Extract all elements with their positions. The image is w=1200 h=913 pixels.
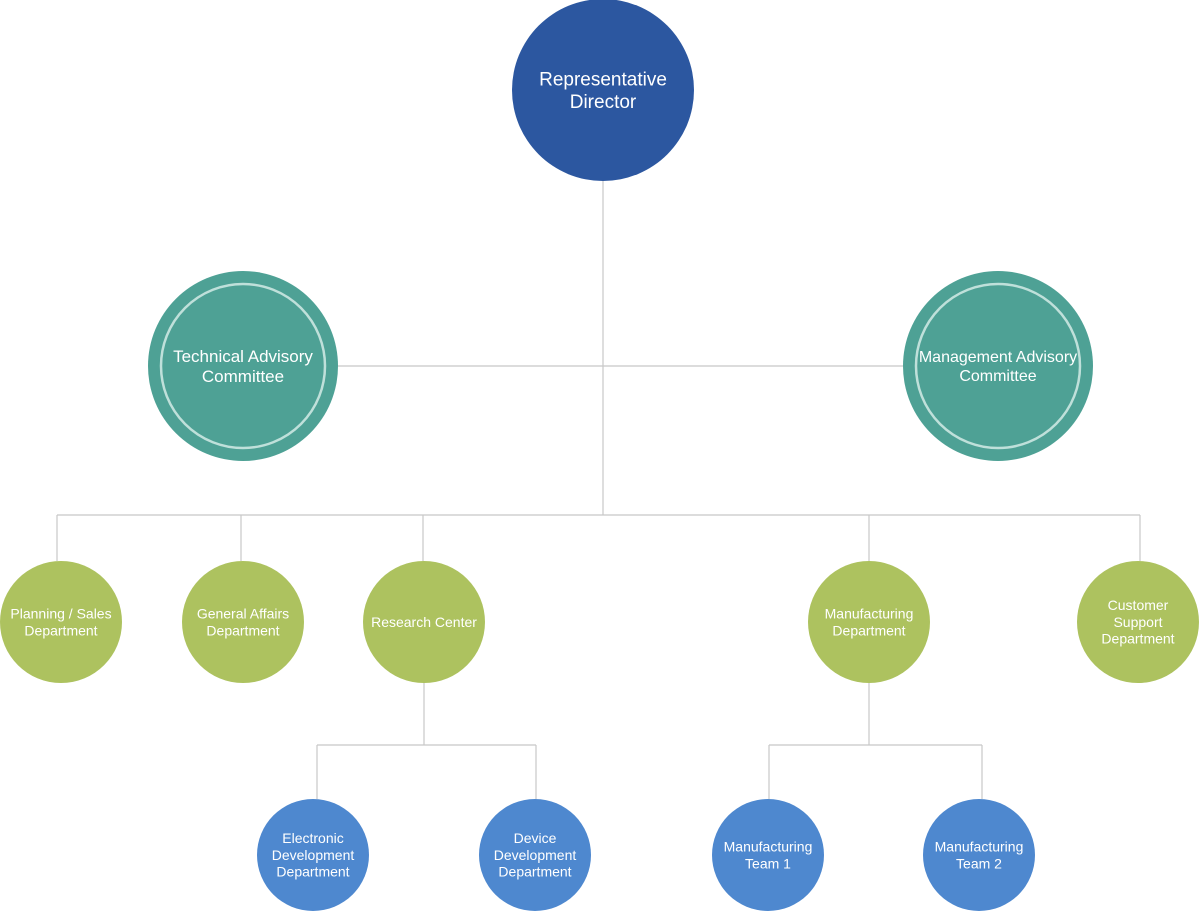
manufacturing-team-2-node-label-line: Team 2 bbox=[956, 855, 1002, 871]
management-advisory-committee-node-label-line: Management Advisory bbox=[919, 349, 1077, 366]
customer-support-department-node-label-line: Customer bbox=[1108, 597, 1169, 613]
manufacturing-team-2-node-label-line: Manufacturing bbox=[935, 839, 1024, 855]
manufacturing-team-1-node-label-line: Manufacturing bbox=[724, 839, 813, 855]
device-development-department-node-circle bbox=[479, 799, 591, 911]
representative-director-node-label-line: Representative bbox=[539, 69, 667, 90]
management-advisory-committee-node-inner-ring bbox=[914, 282, 1082, 450]
manufacturing-team-1-node-circle bbox=[712, 799, 824, 911]
management-advisory-committee-node-circle bbox=[903, 271, 1093, 461]
technical-advisory-committee-node-inner-ring bbox=[159, 282, 327, 450]
research-center-node-label-line: Research Center bbox=[371, 614, 477, 630]
general-affairs-department-node-label-line: Department bbox=[206, 622, 279, 638]
manufacturing-department-node-label-line: Manufacturing bbox=[825, 606, 914, 622]
planning-sales-department-node-circle bbox=[0, 561, 122, 683]
electronic-development-department-node-circle bbox=[257, 799, 369, 911]
representative-director-node-circle bbox=[512, 0, 694, 181]
customer-support-department-node-label-line: Department bbox=[1101, 631, 1174, 647]
planning-sales-department-node-label-line: Department bbox=[24, 622, 97, 638]
general-affairs-department-node-label-line: General Affairs bbox=[197, 606, 289, 622]
electronic-development-department-node-label-line: Department bbox=[276, 864, 349, 880]
device-development-department-node-label-line: Development bbox=[494, 847, 577, 863]
planning-sales-department-node-label-line: Planning / Sales bbox=[10, 606, 111, 622]
technical-advisory-committee-node-label-line: Technical Advisory bbox=[173, 347, 313, 366]
technical-advisory-committee-node-circle bbox=[148, 271, 338, 461]
customer-support-department-node-label-line: Support bbox=[1113, 614, 1162, 630]
manufacturing-team-1-node-label-line: Team 1 bbox=[745, 855, 791, 871]
technical-advisory-committee-node-label-line: Committee bbox=[202, 367, 284, 386]
manufacturing-department-node-label-line: Department bbox=[832, 622, 905, 638]
manufacturing-team-2-node-circle bbox=[923, 799, 1035, 911]
customer-support-department-node-circle bbox=[1077, 561, 1199, 683]
research-center-node: Research Center bbox=[363, 561, 485, 683]
manufacturing-department-node-circle bbox=[808, 561, 930, 683]
device-development-department-node-label-line: Device bbox=[514, 830, 557, 846]
research-center-node-circle bbox=[363, 561, 485, 683]
electronic-development-department-node-label-line: Electronic bbox=[282, 830, 343, 846]
general-affairs-department-node-circle bbox=[182, 561, 304, 683]
management-advisory-committee-node-label-line: Committee bbox=[959, 368, 1036, 385]
connector-lines bbox=[56, 181, 1141, 799]
device-development-department-node-label-line: Department bbox=[498, 864, 571, 880]
electronic-development-department-node-label-line: Development bbox=[272, 847, 355, 863]
representative-director-node-label-line: Director bbox=[570, 92, 637, 113]
